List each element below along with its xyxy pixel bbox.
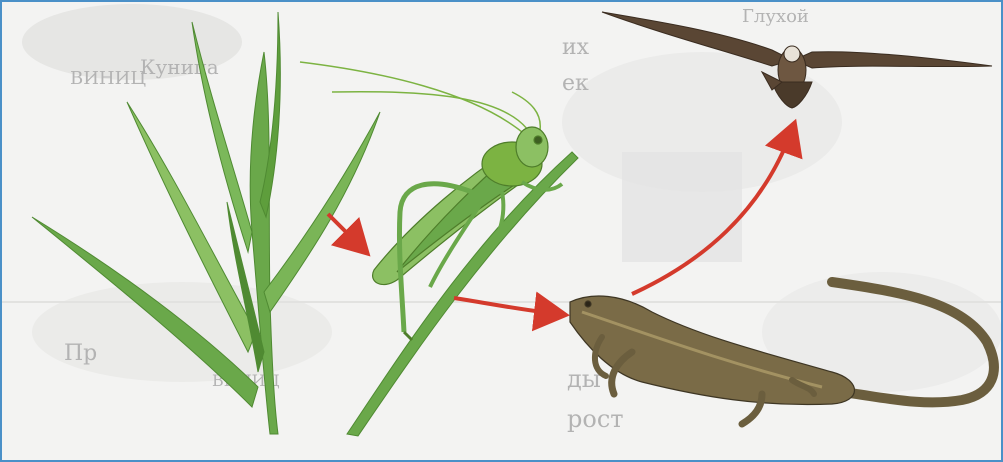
bg-label-glukhoy: Глухой: [742, 6, 809, 27]
bg-text-3: Пр: [64, 341, 97, 366]
bg-label-kunitsa: Куница: [140, 55, 219, 79]
bg-label-mirrored: ВИНИЦ: [70, 68, 146, 89]
bg-text-2: ек: [562, 71, 589, 96]
bg-text-1: их: [562, 35, 590, 60]
bg-text-6: рост: [567, 405, 624, 433]
